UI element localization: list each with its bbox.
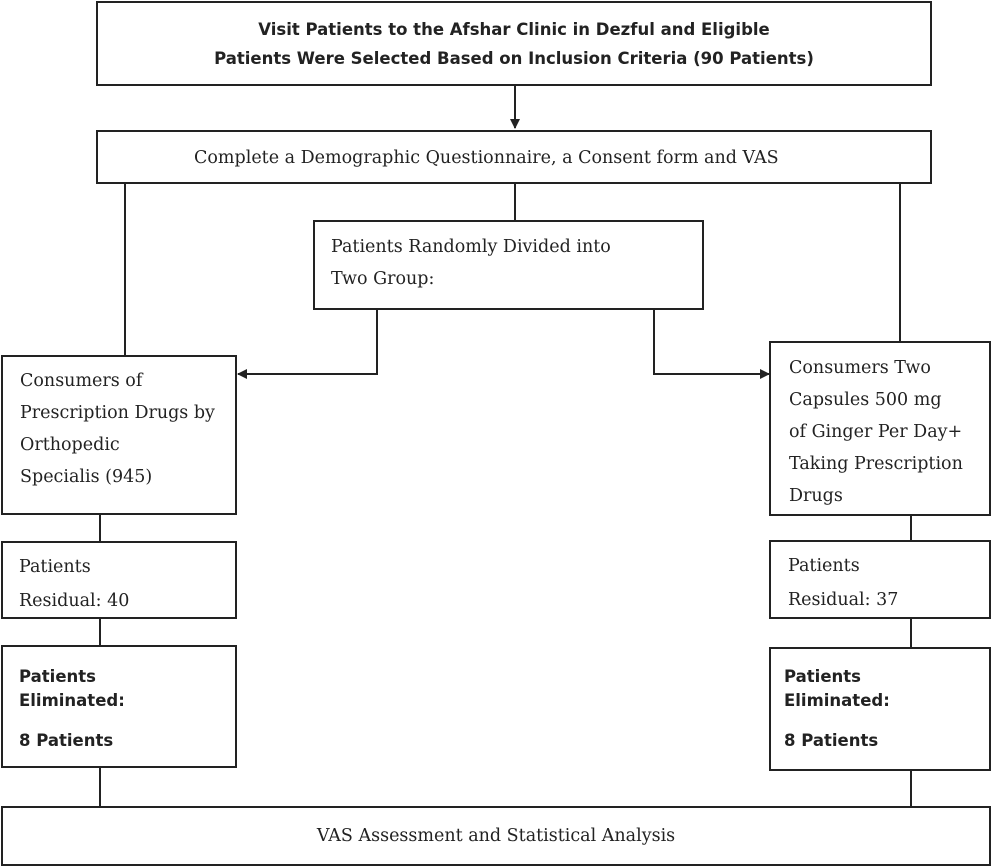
start-box-text: Visit Patients to the Afshar Clinic in D… — [98, 15, 930, 73]
right-eliminated-text: Patients Eliminated: 8 Patients — [784, 665, 890, 753]
start-box: Visit Patients to the Afshar Clinic in D… — [96, 1, 932, 86]
right-residual-line-2: Residual: 37 — [788, 590, 899, 610]
left-arm-line-1: Consumers of — [20, 371, 143, 391]
left-residual-line-2: Residual: 40 — [19, 591, 130, 611]
right-eliminated-box: Patients Eliminated: 8 Patients — [769, 647, 991, 771]
right-eliminated-line-1: Patients — [784, 667, 861, 686]
arrow-randomization-to-left-arm — [237, 310, 378, 379]
left-arm-line-4: Specialis (945) — [20, 467, 153, 487]
left-arm-box: Consumers of Prescription Drugs by Ortho… — [1, 355, 237, 515]
arrow-randomization-to-right-arm — [653, 310, 770, 379]
left-eliminated-line-2: Eliminated: — [19, 691, 125, 710]
right-arm-line-3: of Ginger Per Day+ — [789, 422, 963, 442]
questionnaire-text: Complete a Demographic Questionnaire, a … — [194, 148, 779, 168]
left-eliminated-line-3: 8 Patients — [19, 731, 114, 750]
right-residual-line-1: Patients — [788, 556, 860, 576]
right-arm-line-1: Consumers Two — [789, 358, 931, 378]
left-residual-text: Patients Residual: 40 — [19, 550, 129, 618]
left-eliminated-line-1: Patients — [19, 667, 96, 686]
randomization-text: Patients Randomly Divided into Two Group… — [331, 231, 611, 295]
right-arm-line-2: Capsules 500 mg — [789, 390, 942, 410]
left-residual-box: Patients Residual: 40 — [1, 541, 237, 619]
final-text: VAS Assessment and Statistical Analysis — [316, 826, 676, 846]
left-residual-line-1: Patients — [19, 557, 91, 577]
start-line-1: Visit Patients to the Afshar Clinic in D… — [258, 20, 770, 39]
left-arm-text: Consumers of Prescription Drugs by Ortho… — [20, 365, 215, 493]
questionnaire-box: Complete a Demographic Questionnaire, a … — [96, 130, 932, 184]
right-residual-box: Patients Residual: 37 — [769, 540, 991, 619]
randomization-line-2: Two Group: — [331, 269, 435, 289]
left-eliminated-box: Patients Eliminated: 8 Patients — [1, 645, 237, 768]
right-eliminated-line-3: 8 Patients — [784, 731, 879, 750]
final-box: VAS Assessment and Statistical Analysis — [1, 806, 991, 866]
randomization-box: Patients Randomly Divided into Two Group… — [313, 220, 704, 310]
left-eliminated-text: Patients Eliminated: 8 Patients — [19, 665, 125, 753]
right-eliminated-line-2: Eliminated: — [784, 691, 890, 710]
left-arm-line-2: Prescription Drugs by — [20, 403, 215, 423]
right-residual-text: Patients Residual: 37 — [788, 549, 898, 617]
start-line-2: Patients Were Selected Based on Inclusio… — [214, 49, 814, 68]
left-arm-line-3: Orthopedic — [20, 435, 120, 455]
right-arm-line-5: Drugs — [789, 486, 843, 506]
right-arm-text: Consumers Two Capsules 500 mg of Ginger … — [789, 352, 963, 512]
right-arm-box: Consumers Two Capsules 500 mg of Ginger … — [769, 341, 991, 516]
randomization-line-1: Patients Randomly Divided into — [331, 237, 611, 257]
right-arm-line-4: Taking Prescription — [789, 454, 963, 474]
